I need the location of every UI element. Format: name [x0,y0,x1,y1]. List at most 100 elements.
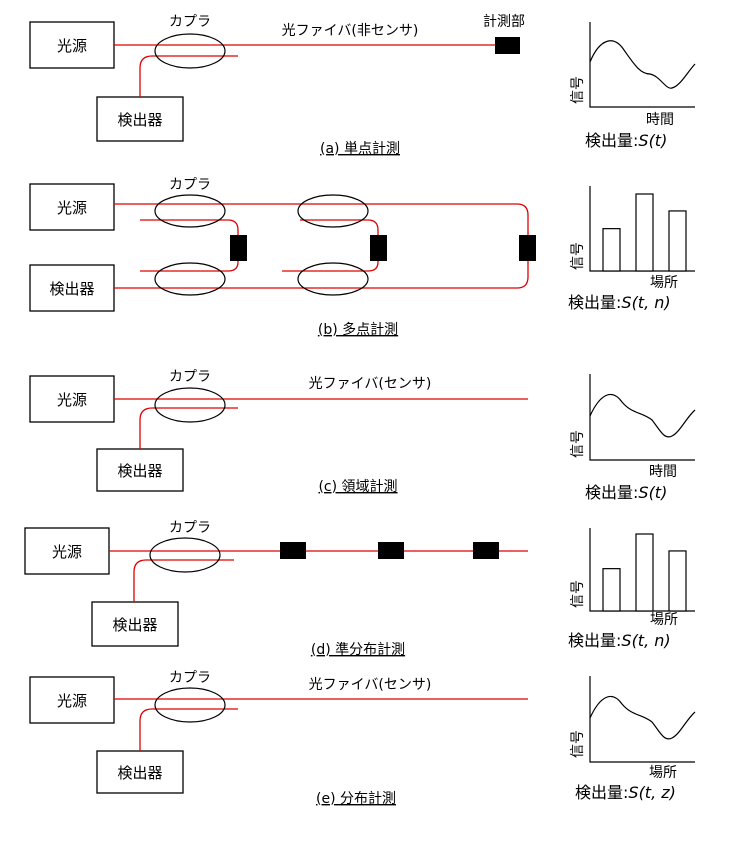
detector-label: 検出器 [117,764,162,782]
coupler-2 [297,194,369,228]
detected-quantity: 検出量:S(t, z) [575,783,676,802]
light-source-label: 光源 [57,37,87,55]
caption: (b) 多点計測 [318,321,398,338]
xlabel: 時間 [646,112,674,128]
fiber-label: 光ファイバ(センサ) [309,376,432,392]
xlabel: 場所 [650,275,678,291]
ylabel: 信号 [570,430,586,458]
bar-2 [635,533,654,612]
fiber-tap-1 [140,219,239,238]
signal-wave [589,695,696,740]
caption: (a) 単点計測 [320,141,400,157]
sensor-1 [230,235,247,261]
measure-part [495,37,520,54]
qty-prefix: 検出量: [568,631,621,650]
graph-axes [589,186,695,272]
light-source-label: 光源 [52,543,82,561]
detector-box [96,750,184,794]
panel-d: 光源 検出器 カプラ 信号 場所 検出量:S(t, n) (d) 準分布計測 [24,520,695,658]
fiber-tap-2 [300,219,379,238]
detector-box [91,601,179,647]
detector-label: 検出器 [49,280,94,298]
graph-axes [589,676,695,763]
xlabel: 時間 [649,464,677,480]
coupler-3 [154,262,226,296]
panel-a: 光源 検出器 カプラ 光ファイバ(非センサ) 計測部 信号 時間 検出量:S(t… [29,14,696,157]
qty-prefix: 検出量: [585,131,638,150]
bars [602,193,687,272]
bar-3 [668,210,687,272]
formula: S(t) [638,131,667,150]
panel-b: 光源 検出器 カプラ 信号 場所 検出量:S(t, n) (b) 多点計測 [29,177,695,338]
detector-box [96,448,184,492]
coupler-1 [154,194,226,228]
panel-e: 光源 検出器 カプラ 光ファイバ(センサ) 信号 場所 検出量:S(t, z) … [29,670,696,807]
detected-quantity: 検出量:S(t) [585,483,667,502]
light-source-label: 光源 [57,391,87,409]
fiber-label: 光ファイバ(センサ) [309,677,432,693]
graph-axes [589,374,695,461]
coupler [154,33,226,69]
signal-wave [589,393,696,438]
caption: (d) 準分布計測 [311,642,405,658]
fiber-return [114,258,529,289]
coupler-4 [297,262,369,296]
coupler-label: カプラ [169,14,211,30]
detector-box [96,96,184,142]
fiber-main [114,203,529,238]
coupler-label: カプラ [169,369,211,385]
ylabel: 信号 [570,580,586,608]
caption: (c) 領域計測 [318,478,397,495]
fiber-tap-2-return [282,258,379,272]
xlabel: 場所 [650,612,678,628]
bar-2 [635,193,654,272]
signal-wave [589,40,696,89]
bar-1 [602,228,621,272]
detector-label: 検出器 [112,616,157,634]
detected-quantity: 検出量:S(t, n) [568,293,671,312]
graph-axes [589,22,695,108]
measure-part-label: 計測部 [483,14,525,30]
light-source-label: 光源 [57,692,87,710]
bars [602,533,687,612]
xlabel: 場所 [649,765,677,781]
fiber-tap-1-return [140,258,239,272]
detected-quantity: 検出量:S(t) [585,131,667,150]
sensor-3 [473,542,499,559]
fiber-branch [139,407,238,449]
ylabel: 信号 [570,76,586,104]
light-source-label: 光源 [57,199,87,217]
sensor-2 [370,235,387,261]
fiber-branch [139,55,238,97]
bar-3 [668,550,687,612]
ylabel: 信号 [570,242,586,270]
ylabel: 信号 [570,730,586,758]
coupler [154,687,226,723]
qty-prefix: 検出量: [585,483,638,502]
sensor-3 [519,235,536,261]
fiber-label: 光ファイバ(非センサ) [282,23,419,39]
sensor-1 [280,542,306,559]
coupler-label: カプラ [169,177,211,193]
formula: S(t, z) [628,783,675,802]
sensor-2 [378,542,404,559]
formula: S(t, n) [621,631,670,650]
light-source-box [29,676,115,724]
fiber-branch [139,708,238,751]
detected-quantity: 検出量:S(t, n) [568,631,671,650]
bar-1 [602,568,621,612]
coupler [149,537,221,573]
light-source-box [29,183,115,231]
coupler [154,387,226,423]
fiber-branch [133,559,234,602]
caption: (e) 分布計測 [316,791,396,807]
panel-c: 光源 検出器 カプラ 光ファイバ(センサ) 信号 時間 検出量:S(t) (c)… [29,369,696,502]
qty-prefix: 検出量: [568,293,621,312]
coupler-label: カプラ [169,520,211,536]
formula: S(t) [638,483,667,502]
qty-prefix: 検出量: [575,783,628,802]
coupler-label: カプラ [169,670,211,686]
graph-axes [589,528,695,612]
light-source-box [29,21,115,69]
